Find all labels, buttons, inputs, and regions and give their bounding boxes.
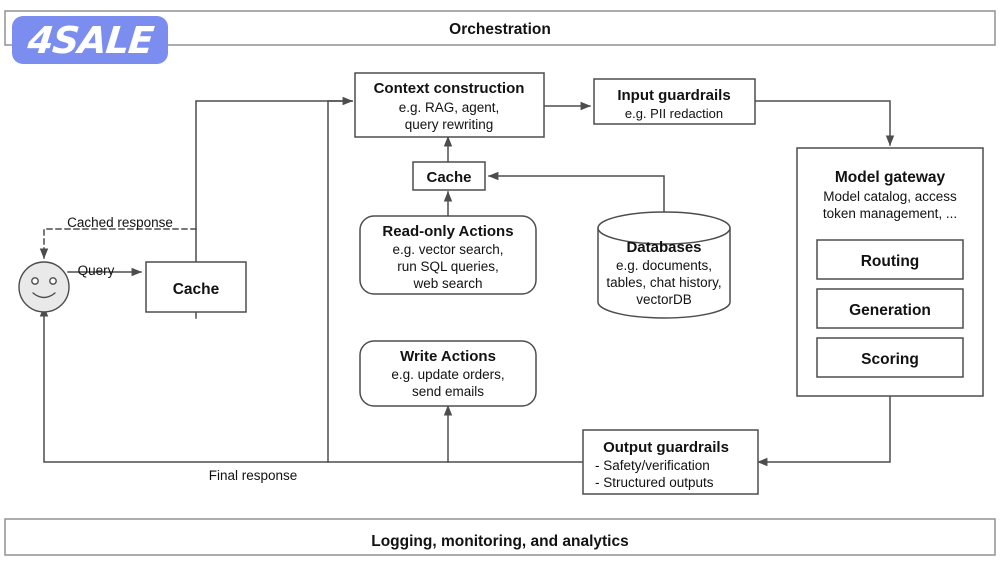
node-gateway-scoring[interactable] [816, 337, 964, 378]
write-actions-line-2: send emails [412, 384, 484, 399]
input-guardrails-title: Input guardrails [617, 87, 730, 104]
orchestration-label: Orchestration [449, 21, 551, 38]
databases-line-2: tables, chat history, [606, 275, 721, 290]
node-context-construction[interactable] [354, 72, 545, 138]
node-gateway-generation[interactable] [816, 288, 964, 329]
context-construction-line-1: e.g. RAG, agent, [399, 100, 500, 115]
model-gateway-line-1: Model catalog, access [823, 189, 957, 204]
gateway-generation-label: Generation [849, 302, 931, 319]
output-guardrails-line-1: - Safety/verification [595, 458, 710, 473]
databases-line-1: e.g. documents, [616, 258, 712, 273]
cached-response-label: Cached response [67, 215, 173, 230]
edge-cached-response [39, 228, 197, 260]
model-gateway-line-2: token management, ... [823, 206, 957, 221]
node-output-guardrails[interactable] [582, 429, 759, 495]
node-left-cache[interactable] [145, 261, 247, 313]
orchestration-band [4, 10, 996, 46]
databases-title: Databases [626, 239, 701, 256]
smiley-face-icon[interactable] [18, 261, 70, 313]
node-databases-top[interactable] [597, 211, 731, 245]
node-write-actions[interactable] [359, 340, 537, 407]
watermark-4sale: 4SALE [12, 16, 168, 64]
input-guardrails-line-1: e.g. PII redaction [625, 106, 723, 121]
logging-label: Logging, monitoring, and analytics [371, 533, 628, 550]
read-only-actions-line-2: run SQL queries, [397, 259, 499, 274]
node-read-only-actions[interactable] [359, 215, 537, 295]
write-actions-title: Write Actions [400, 348, 496, 365]
final-response-label: Final response [209, 468, 298, 483]
edge-loop-to-context [327, 100, 353, 463]
databases-line-3: vectorDB [636, 292, 692, 307]
read-only-actions-line-3: web search [412, 276, 482, 291]
logging-band [4, 518, 996, 556]
context-construction-title: Context construction [374, 80, 525, 97]
read-only-actions-line-1: e.g. vector search, [392, 242, 503, 257]
node-input-guardrails[interactable] [593, 78, 756, 125]
mid-cache-title: Cache [426, 169, 471, 186]
edge-final-response-to-user [39, 305, 584, 463]
output-guardrails-line-2: - Structured outputs [595, 475, 714, 490]
read-only-actions-title: Read-only Actions [382, 223, 513, 240]
edge-gateway-to-output-guardrails [756, 395, 891, 467]
gateway-routing-label: Routing [861, 253, 920, 270]
edge-databases-to-midcache [487, 171, 665, 219]
node-gateway-routing[interactable] [816, 239, 964, 280]
write-actions-line-1: e.g. update orders, [391, 367, 504, 382]
left-cache-title: Cache [173, 281, 220, 298]
output-guardrails-title: Output guardrails [603, 439, 729, 456]
watermark-text: 4SALE [25, 18, 155, 62]
edge-cache-to-context [195, 96, 354, 288]
edge-input-guardrails-to-gateway [754, 100, 895, 147]
node-databases-body[interactable] [597, 228, 731, 319]
query-label: Query [78, 263, 115, 278]
model-gateway-title: Model gateway [835, 169, 946, 186]
context-construction-line-2: query rewriting [405, 117, 494, 132]
node-mid-cache[interactable] [412, 161, 486, 191]
gateway-scoring-label: Scoring [861, 351, 919, 368]
